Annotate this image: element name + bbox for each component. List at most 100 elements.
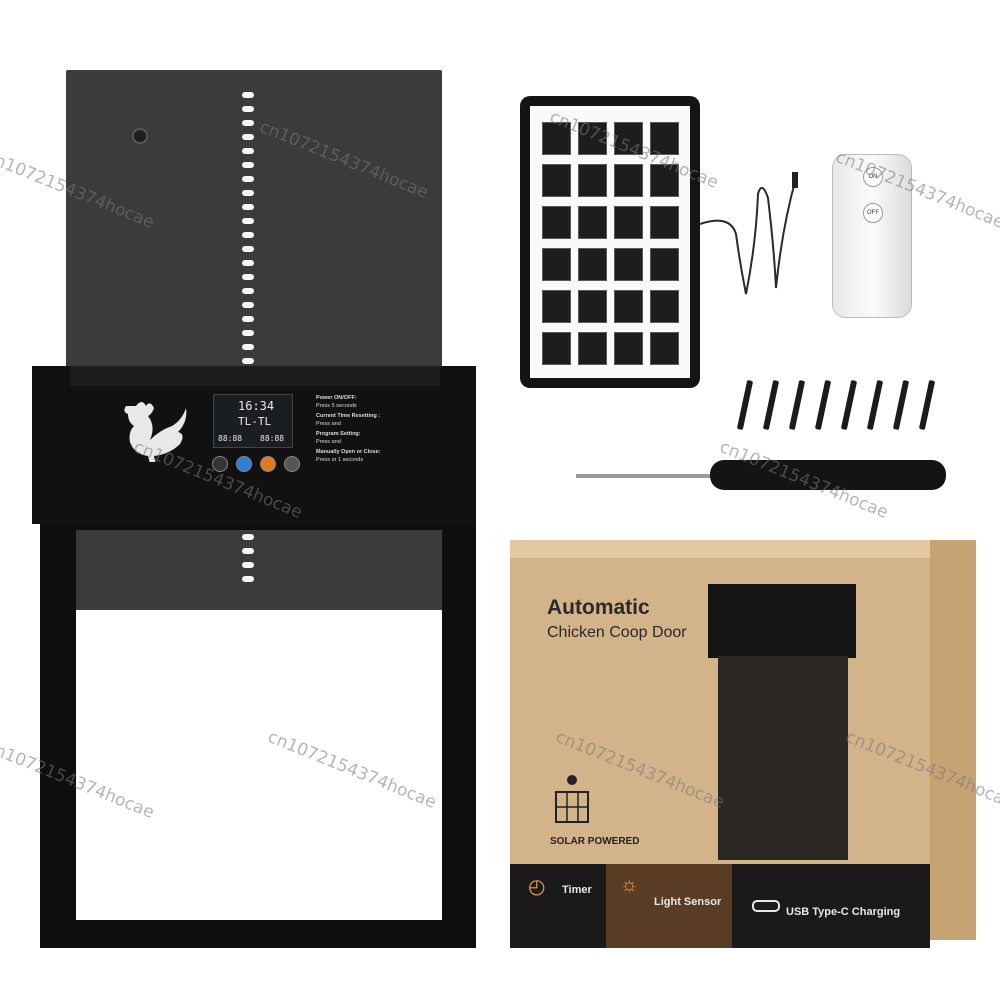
- solar-powered-label: SOLAR POWERED: [550, 836, 640, 847]
- vent-slot: [242, 316, 254, 322]
- solar-cell: [614, 290, 643, 323]
- usb-c-icon: [752, 900, 780, 912]
- vent-slot: [242, 274, 254, 280]
- lcd-close-time: 88:88: [260, 434, 285, 443]
- solar-cell: [542, 248, 571, 281]
- solar-cell: [650, 290, 679, 323]
- manual-title: Manually Open or Close:: [316, 449, 381, 455]
- solar-cell: [614, 332, 643, 365]
- vent-slot: [242, 576, 254, 582]
- box-side: [930, 540, 976, 940]
- screwdriver-shaft: [576, 474, 716, 478]
- solar-cell: [614, 164, 643, 197]
- solar-cell: [650, 332, 679, 365]
- remote-on-button[interactable]: ON: [863, 167, 883, 187]
- vent-slot: [242, 562, 254, 568]
- vent-slot: [242, 218, 254, 224]
- solar-panel: [520, 96, 700, 388]
- vent-slot: [242, 120, 254, 126]
- solar-cell: [650, 164, 679, 197]
- screw: [918, 379, 936, 431]
- vent-slot: [242, 190, 254, 196]
- door-sliding-panel: [66, 70, 442, 390]
- timer-icon: ◴: [528, 876, 546, 898]
- solar-cell: [542, 122, 571, 155]
- up-button[interactable]: [236, 456, 252, 472]
- rooster-logo-icon: [124, 402, 187, 462]
- screw: [840, 379, 858, 431]
- manual-desc: Press or 1 seconds: [316, 457, 364, 463]
- vent-slot: [242, 148, 254, 154]
- lcd-time: 16:34: [238, 399, 275, 413]
- vent-slot: [242, 548, 254, 554]
- vent-slot: [242, 358, 254, 364]
- solar-cell: [578, 332, 607, 365]
- controller-instructions: Power ON/OFF: Press 5 seconds Current Ti…: [316, 394, 406, 464]
- vent-slot: [242, 176, 254, 182]
- lcd-open-time: 88:88: [218, 434, 243, 443]
- screw: [762, 379, 780, 431]
- solar-cell: [650, 248, 679, 281]
- solar-cell: [578, 122, 607, 155]
- solar-cell: [542, 332, 571, 365]
- screw: [788, 379, 806, 431]
- vent-slot: [242, 534, 254, 540]
- vent-slot: [242, 260, 254, 266]
- time-desc: Press and: [316, 421, 341, 427]
- vent-slot: [242, 232, 254, 238]
- feature-timer: Timer: [562, 884, 592, 896]
- box-top: [510, 540, 976, 558]
- power-button[interactable]: [212, 456, 228, 472]
- power-title: Power ON/OFF:: [316, 395, 357, 401]
- solar-cell: [542, 290, 571, 323]
- vent-slot: [242, 106, 254, 112]
- vent-slot: [242, 92, 254, 98]
- box-title-line2: Chicken Coop Door: [547, 624, 687, 641]
- program-title: Program Setting:: [316, 431, 361, 437]
- screw: [866, 379, 884, 431]
- vent-slot: [242, 344, 254, 350]
- solar-powered-icon: [555, 775, 589, 823]
- lcd-display: 16:34 TL-TL 88:88 88:88: [213, 394, 293, 448]
- power-desc: Press 5 seconds: [316, 403, 357, 409]
- solar-cell: [650, 206, 679, 239]
- feature-light-sensor: Light Sensor: [654, 896, 722, 908]
- box-door-panel: [718, 656, 848, 860]
- door-panel-lower: [76, 530, 442, 610]
- remote-off-button[interactable]: OFF: [863, 203, 883, 223]
- screw: [736, 379, 754, 431]
- vent-slot: [242, 330, 254, 336]
- solar-cell: [614, 122, 643, 155]
- vent-slot: [242, 134, 254, 140]
- set-button[interactable]: [284, 456, 300, 472]
- usb-cable: [700, 172, 798, 295]
- lcd-mode: TL-TL: [238, 415, 272, 428]
- solar-cell: [578, 206, 607, 239]
- remote-control: ON OFF: [832, 154, 912, 318]
- vent-slot: [242, 246, 254, 252]
- light-sensor-icon: ☼: [620, 874, 639, 896]
- vent-slot: [242, 162, 254, 168]
- vent-slot: [242, 204, 254, 210]
- screw: [814, 379, 832, 431]
- mount-bolt: [132, 128, 148, 144]
- solar-cell: [542, 164, 571, 197]
- box-door-controller: [708, 584, 856, 658]
- solar-cell: [578, 248, 607, 281]
- vent-slot: [242, 288, 254, 294]
- usb-c-plug: [792, 172, 798, 188]
- box-title-line1: Automatic: [547, 596, 650, 619]
- solar-cell: [542, 206, 571, 239]
- feature-usb-c: USB Type-C Charging: [786, 906, 901, 918]
- controller-top-edge: [70, 366, 440, 386]
- solar-cell: [578, 290, 607, 323]
- down-button[interactable]: [260, 456, 276, 472]
- door-opening: [76, 610, 442, 920]
- solar-cell: [614, 206, 643, 239]
- time-title: Current Time Resetting :: [316, 413, 381, 419]
- program-desc: Press and: [316, 439, 341, 445]
- solar-cell: [578, 164, 607, 197]
- screw: [892, 379, 910, 431]
- solar-cell: [650, 122, 679, 155]
- vent-slot: [242, 302, 254, 308]
